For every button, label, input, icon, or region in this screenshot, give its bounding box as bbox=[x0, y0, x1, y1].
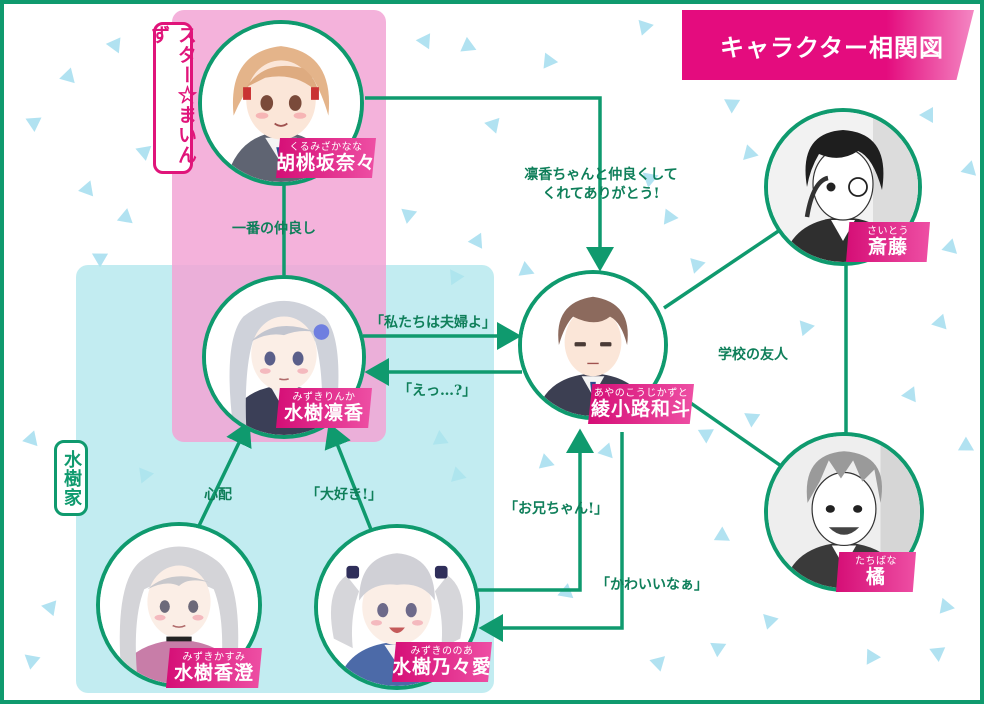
name-noa: 水樹乃々愛 bbox=[392, 656, 493, 678]
name-ruby-noa: みずきののあ bbox=[410, 646, 474, 657]
nameplate-nana: くるみざかなな 胡桃坂奈々 bbox=[276, 138, 376, 178]
nameplate-tachibana: たちばな 橘 bbox=[836, 552, 916, 592]
mizuki-family-group-label: 水樹家 bbox=[54, 440, 88, 516]
relation-label-married: 「私たちは夫婦よ」 bbox=[370, 315, 496, 331]
arrow-noa-rinka bbox=[324, 422, 374, 533]
nameplate-rinka: みずきりんか 水樹凛香 bbox=[276, 388, 372, 428]
name-tachibana: 橘 bbox=[865, 566, 886, 588]
nameplate-kasumi: みずきかすみ 水樹香澄 bbox=[166, 648, 262, 688]
name-saito: 斎藤 bbox=[867, 236, 908, 258]
name-kazuto: 綾小路和斗 bbox=[590, 398, 691, 420]
name-rinka: 水樹凛香 bbox=[283, 402, 364, 424]
name-kasumi: 水樹香澄 bbox=[173, 662, 254, 684]
relation-label-onii: 「お兄ちゃん!」 bbox=[504, 501, 609, 517]
arrow-kasumi-rinka bbox=[194, 420, 252, 533]
arrow-nana-kazuto bbox=[365, 96, 614, 272]
portrait-kasumi bbox=[96, 522, 262, 688]
relation-label-thanks-line2: くれてありがとう! bbox=[542, 186, 660, 202]
arrow-noa-kazuto bbox=[478, 428, 594, 592]
name-ruby-kazuto: あやのこうじかずと bbox=[593, 388, 689, 399]
name-ruby-saito: さいとう bbox=[867, 226, 909, 237]
nameplate-noa: みずきののあ 水樹乃々愛 bbox=[392, 642, 492, 682]
star-mainz-group-label: スター☆まいんず bbox=[148, 22, 197, 174]
arrow-kazuto-noa bbox=[478, 432, 624, 642]
relation-label-worry: 心配 bbox=[204, 487, 232, 503]
name-ruby-kasumi: みずきかすみ bbox=[182, 652, 246, 663]
name-nana: 胡桃坂奈々 bbox=[276, 152, 377, 174]
name-ruby-tachibana: たちばな bbox=[855, 556, 897, 567]
nameplate-kazuto: あやのこうじかずと 綾小路和斗 bbox=[588, 384, 694, 424]
relation-label-school-friends: 学校の友人 bbox=[718, 347, 788, 363]
portrait-saito bbox=[764, 108, 922, 266]
relation-label-best-friends: 一番の仲良し bbox=[232, 221, 316, 237]
name-ruby-rinka: みずきりんか bbox=[292, 392, 356, 403]
relation-label-cute: 「かわいいなぁ」 bbox=[596, 577, 708, 593]
relation-label-love: 「大好き!」 bbox=[306, 487, 383, 503]
name-ruby-nana: くるみざかなな bbox=[289, 142, 363, 153]
line-kazuto-saito bbox=[663, 228, 781, 310]
relation-label-eh: 「えっ…?」 bbox=[398, 383, 477, 399]
chart-title: キャラクター相関図 bbox=[682, 10, 974, 80]
relation-label-thanks: 凛香ちゃんと仲良くして くれてありがとう! bbox=[516, 166, 686, 204]
nameplate-saito: さいとう 斎藤 bbox=[846, 222, 930, 262]
relation-label-thanks-line1: 凛香ちゃんと仲良くして bbox=[524, 167, 678, 183]
